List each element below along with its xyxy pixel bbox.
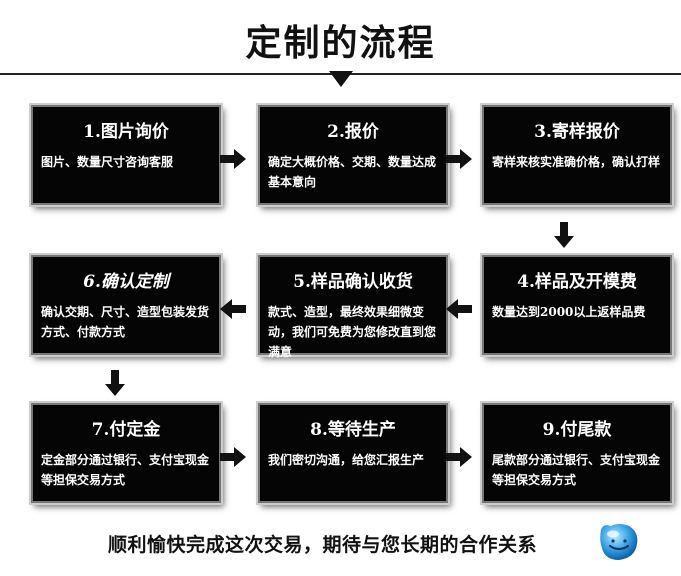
step-box-9: 9.付尾款 尾款部分通过银行、支付宝现金等担保交易方式	[482, 403, 672, 503]
step-desc-4: 数量达到2000以上返样品费	[492, 305, 646, 319]
step-desc-8: 我们密切沟通，给您汇报生产	[268, 453, 425, 467]
step-desc-6: 确认交期、尺寸、造型包装发货方式、付款方式	[41, 305, 210, 339]
step-desc-3: 寄样来核实准确价格，确认打样	[492, 155, 661, 169]
arrow-right-icon	[446, 447, 472, 467]
step-box-5: 5.样品确认收货 款式、造型，最终效果细微变动，我们可免费为您修改直到您满意	[258, 255, 448, 359]
step-title-9: 9.付尾款	[542, 420, 612, 440]
step-desc-2: 确定大概价格、交期、数量达成基本意向	[268, 155, 437, 189]
step-desc-7: 定金部分通过银行、支付宝现金等担保交易方式	[41, 453, 210, 487]
step-box-3: 3.寄样报价 寄样来核实准确价格，确认打样	[482, 105, 672, 205]
step-box-8: 8.等待生产 我们密切沟通，给您汇报生产	[258, 403, 448, 503]
arrow-right-icon	[446, 149, 472, 169]
step-desc-1: 图片、数量尺寸咨询客服	[41, 155, 174, 169]
step-title-2: 2.报价	[327, 122, 379, 142]
arrow-left-icon	[446, 299, 472, 319]
step-title-4: 4.样品及开模费	[517, 272, 637, 292]
step-title-6: 6.确认定制	[83, 272, 169, 292]
step-box-7: 7.付定金 定金部分通过银行、支付宝现金等担保交易方式	[31, 403, 221, 503]
step-title-7: 7.付定金	[91, 420, 161, 440]
step-box-1: 1.图片询价 图片、数量尺寸咨询客服	[31, 105, 221, 205]
page-title: 定制的流程	[245, 23, 436, 64]
step-desc-9: 尾款部分通过银行、支付宝现金等担保交易方式	[492, 453, 661, 487]
step-title-1: 1.图片询价	[83, 122, 169, 142]
divider-pointer-icon	[329, 71, 353, 87]
step-title-8: 8.等待生产	[310, 420, 396, 440]
footer-message: 顺利愉快完成这次交易，期待与您长期的合作关系	[108, 534, 538, 556]
step-title-3: 3.寄样报价	[534, 122, 620, 142]
arrow-down-icon	[105, 370, 125, 396]
arrow-left-icon	[220, 299, 246, 319]
step-box-6: 6.确认定制 确认交期、尺寸、造型包装发货方式、付款方式	[31, 255, 221, 355]
arrow-right-icon	[220, 447, 246, 467]
arrow-down-icon	[554, 222, 574, 248]
step-title-5: 5.样品确认收货	[293, 272, 413, 292]
arrow-right-icon	[220, 149, 246, 169]
step-box-2: 2.报价 确定大概价格、交期、数量达成基本意向	[258, 105, 448, 205]
step-box-4: 4.样品及开模费 数量达到2000以上返样品费	[482, 255, 672, 355]
chat-bubble-icon	[600, 524, 638, 560]
step-desc-5: 款式、造型，最终效果细微变动，我们可免费为您修改直到您满意	[268, 305, 437, 359]
